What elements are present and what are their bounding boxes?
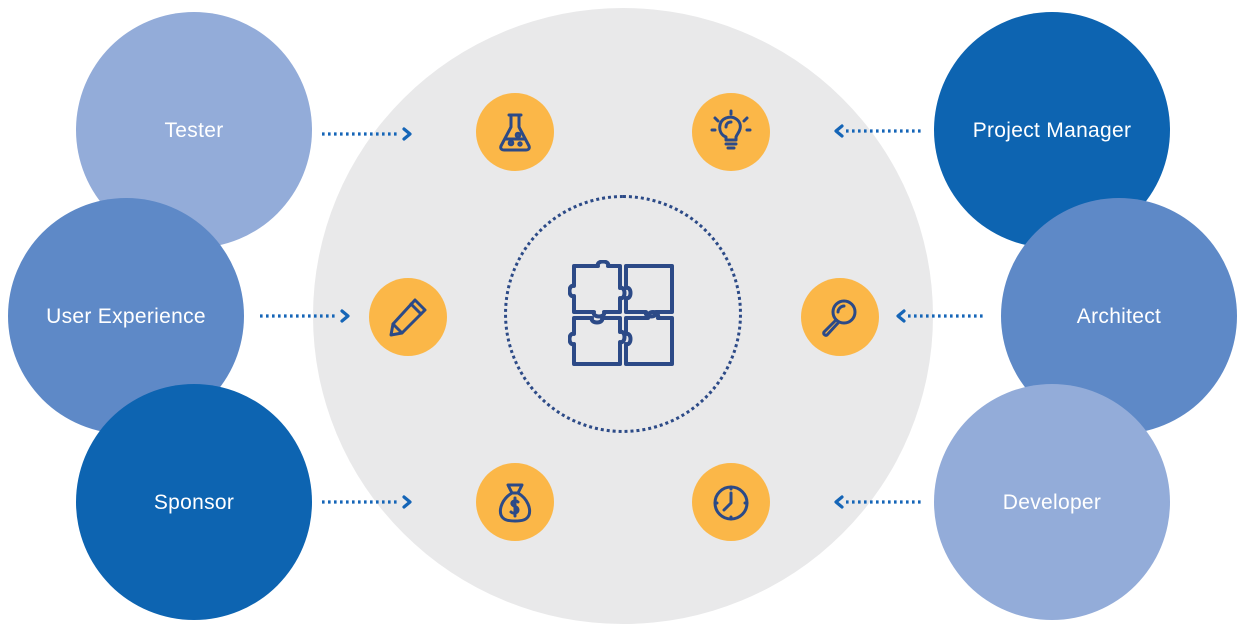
role-architect-label: Architect: [1076, 304, 1162, 328]
badge-developer: [692, 463, 770, 541]
connector-project-manager: [832, 124, 926, 138]
badge-tester: [476, 93, 554, 171]
role-developer-label: Developer: [1002, 490, 1102, 514]
role-sponsor-label: Sponsor: [153, 490, 235, 514]
connector-developer: [832, 495, 926, 509]
pencil-icon: [389, 298, 427, 337]
center-dotted-ring: [504, 195, 742, 433]
connector-sponsor: [320, 495, 414, 509]
magnifier-icon: [822, 299, 857, 337]
role-architect: Architect: [1001, 198, 1237, 434]
role-sponsor: Sponsor: [76, 384, 312, 620]
role-tester-label: Tester: [164, 118, 224, 142]
badge-user-experience: [369, 278, 447, 356]
badge-project-manager: [692, 93, 770, 171]
puzzle-icon: [568, 260, 674, 366]
connector-user-experience: [258, 309, 352, 323]
lightbulb-icon: [710, 109, 752, 150]
role-developer: Developer: [934, 384, 1170, 620]
connector-architect: [894, 309, 988, 323]
connector-tester: [320, 127, 414, 141]
role-project-manager-label: Project Manager: [972, 118, 1132, 142]
badge-sponsor: [476, 463, 554, 541]
clock-icon: [713, 485, 749, 521]
money-bag-icon: [498, 483, 532, 523]
badge-architect: [801, 278, 879, 356]
role-user-experience-label: User Experience: [46, 304, 206, 328]
flask-icon: [499, 113, 531, 152]
